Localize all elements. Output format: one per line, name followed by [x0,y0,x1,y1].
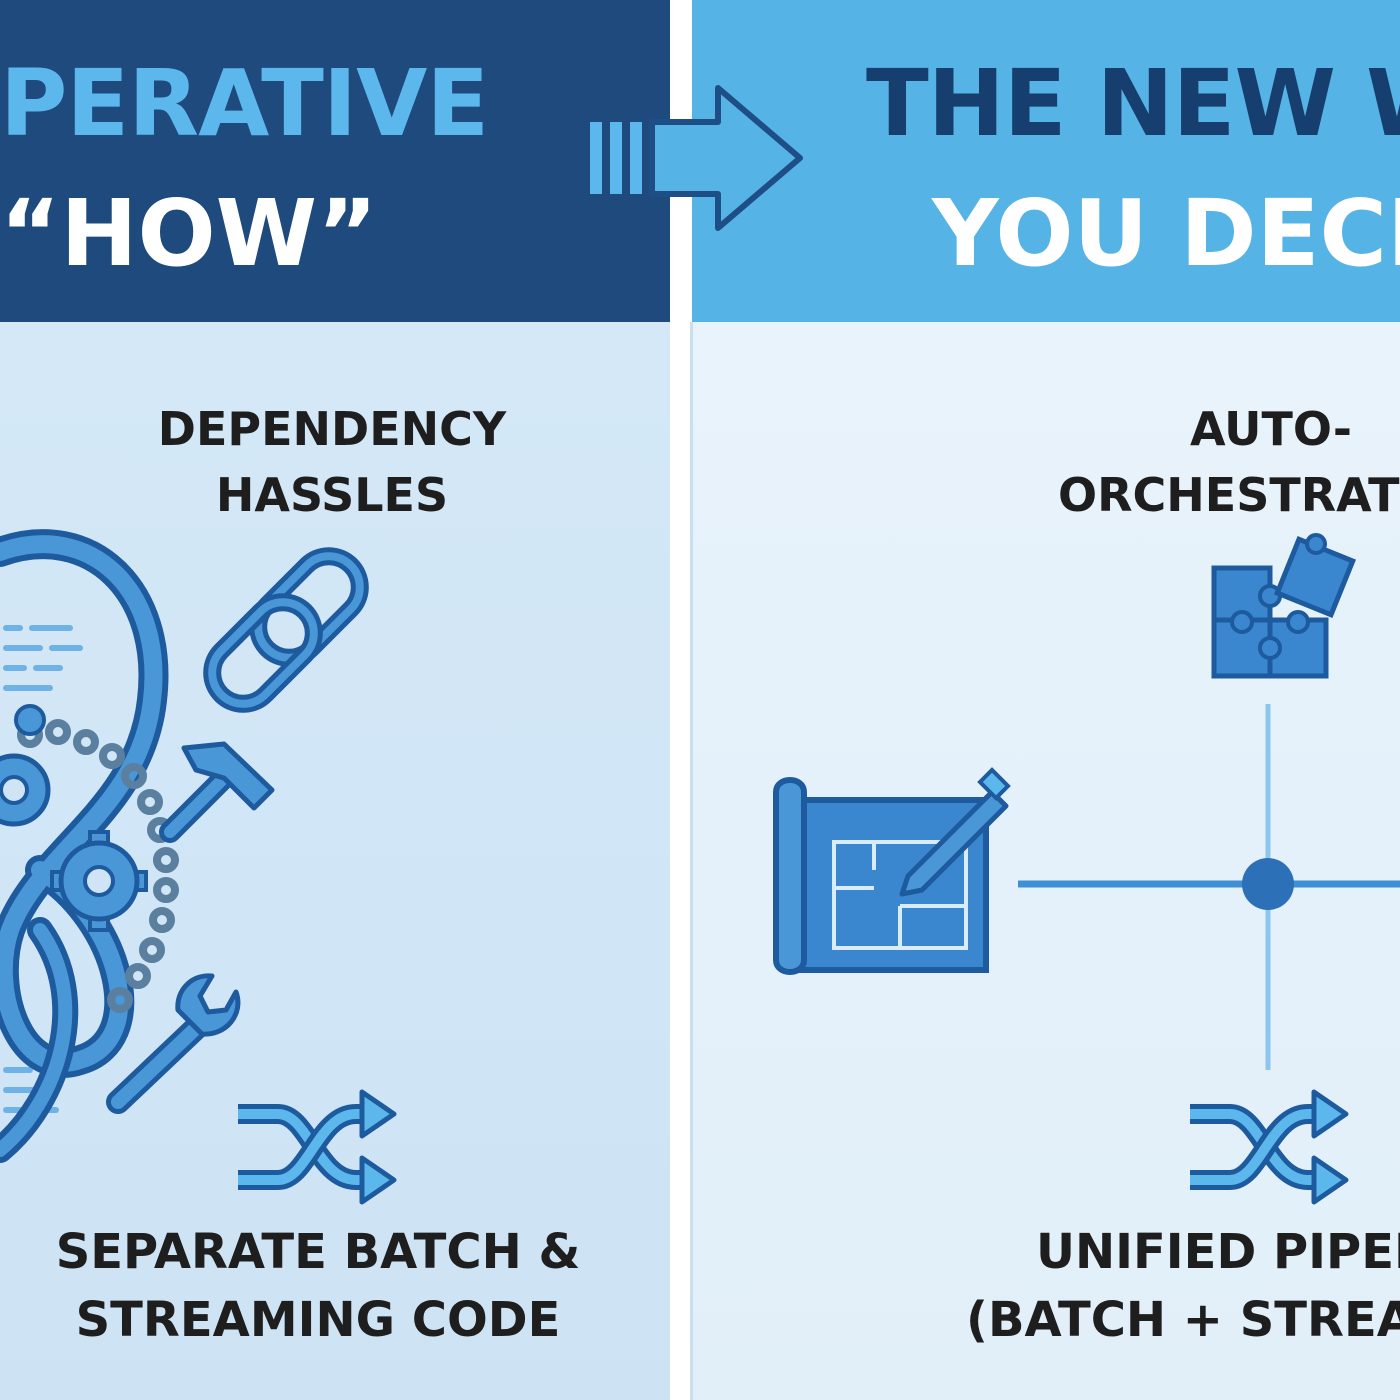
blueprint-pencil-icon [773,767,1011,975]
left-bottom-label-line1: SEPARATE BATCH & [55,1224,581,1280]
right-title-line1: THE NEW W [866,50,1400,157]
tangled-loop-gears-tools-icon [0,529,275,1163]
right-top-label-line2: ORCHESTRAT [1058,468,1400,522]
arrow-right-icon [590,85,803,231]
divider-shadow [690,322,693,1400]
right-top-label-line1: AUTO- [1190,402,1352,456]
puzzle-pieces-icon [1211,533,1357,679]
shuffle-arrows-icon [1190,1089,1349,1205]
gear-icon [14,704,46,736]
right-title-line2: YOU DECL [932,180,1400,287]
gear-icon [50,830,148,932]
left-header-panel [0,0,670,322]
wrench-icon [106,973,241,1114]
gear-icon [0,753,51,827]
chain-link-icon [203,547,369,713]
left-title-line1: PERATIVE [0,50,489,157]
right-bottom-label-line1: UNIFIED PIPEL [1036,1224,1400,1280]
right-header-panel [692,0,1400,322]
left-top-label-line2: HASSLES [215,468,449,522]
shuffle-arrows-icon [238,1089,397,1205]
left-top-label-line1: DEPENDENCY [157,402,507,456]
hammer-icon [159,741,275,843]
right-bottom-label-line2: (BATCH + STREA [966,1292,1400,1348]
center-divider [670,0,692,1400]
left-bottom-label-line2: STREAMING CODE [75,1292,561,1348]
left-title-line2: “HOW” [0,180,378,287]
connector-lines [1018,704,1400,1070]
